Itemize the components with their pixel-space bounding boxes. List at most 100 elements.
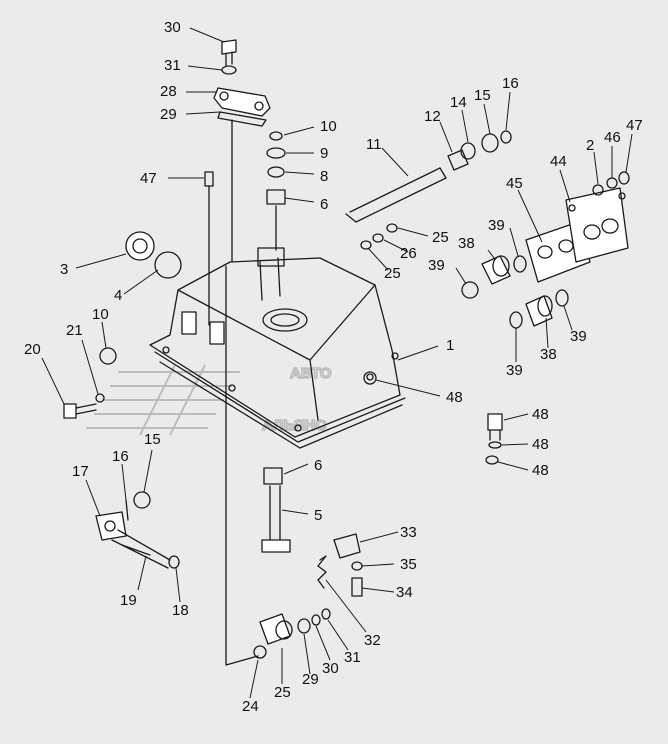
part-gasket-35 <box>217 111 267 127</box>
callout: 47 <box>140 170 157 187</box>
part-39-c <box>509 311 523 329</box>
callout: 28 <box>160 83 177 100</box>
leader-lines <box>41 27 633 699</box>
part-bolt-21 <box>63 403 97 419</box>
part-washer-37 <box>221 65 237 75</box>
callout: 38 <box>540 346 557 363</box>
callout: 17 <box>72 463 89 480</box>
callout: 34 <box>396 584 413 601</box>
part-breather-3 <box>125 231 155 261</box>
callout: 14 <box>450 94 467 111</box>
part-48 <box>485 455 499 465</box>
part-25a <box>386 223 398 233</box>
callout: 31 <box>344 649 361 666</box>
callout: 26 <box>400 245 417 262</box>
callouts: 30 31 28 29 10 9 8 6 11 12 14 15 16 47 3… <box>24 19 643 715</box>
callout: 6 <box>314 457 322 474</box>
callout: 5 <box>314 507 322 524</box>
part-33 <box>351 561 363 571</box>
part-bolt-46 <box>487 413 503 441</box>
part-44 <box>204 171 214 187</box>
callout: 38 <box>458 235 475 252</box>
transmission-cover-housing <box>149 247 406 449</box>
callout: 4 <box>114 287 122 304</box>
part-7 <box>267 166 285 178</box>
part-2 <box>592 184 604 196</box>
callout: 8 <box>320 168 328 185</box>
callout: 39 <box>488 217 505 234</box>
callout: 24 <box>242 698 259 715</box>
callout: 10 <box>320 118 337 135</box>
part-14 <box>481 133 499 153</box>
callout: 46 <box>604 129 621 146</box>
part-11 <box>447 149 469 171</box>
part-22 <box>95 393 105 403</box>
callout: 25 <box>384 265 401 282</box>
callout: 16 <box>112 448 129 465</box>
part-rod-10 <box>345 167 447 223</box>
callout: 15 <box>474 87 491 104</box>
part-32 <box>351 577 363 597</box>
part-47 <box>488 441 502 449</box>
part-block-40 <box>565 187 629 263</box>
callout: 48 <box>532 406 549 423</box>
watermark-logo-icon <box>86 364 240 436</box>
callout: 39 <box>570 328 587 345</box>
part-28 <box>311 614 321 626</box>
part-ring-4 <box>154 251 182 279</box>
callout: 25 <box>432 229 449 246</box>
callout: 1 <box>446 337 454 354</box>
part-19 <box>168 555 180 569</box>
callout: 19 <box>120 592 137 609</box>
part-23 <box>253 645 267 659</box>
callout: 48 <box>532 436 549 453</box>
callout: 32 <box>364 632 381 649</box>
callout: 12 <box>424 108 441 125</box>
callout: 10 <box>92 306 109 323</box>
callout: 18 <box>172 602 189 619</box>
part-bolt-36 <box>221 39 237 67</box>
part-20 <box>121 544 151 556</box>
watermark-line1: АВТО <box>290 365 332 382</box>
part-spring-30 <box>317 555 327 589</box>
part-42 <box>606 177 618 189</box>
part-29 <box>321 608 331 620</box>
callout: 11 <box>366 136 382 153</box>
part-24 <box>259 613 293 645</box>
callout: 6 <box>320 196 328 213</box>
line-art <box>63 39 630 666</box>
part-45 <box>363 371 377 385</box>
callout: 2 <box>586 137 594 154</box>
part-16 <box>133 491 151 509</box>
part-cover-34 <box>213 87 271 117</box>
part-lever-18 <box>95 511 171 569</box>
callout: 30 <box>164 19 181 36</box>
callout: 48 <box>446 389 463 406</box>
callout: 25 <box>274 684 291 701</box>
callout: 44 <box>550 153 567 170</box>
callout: 21 <box>66 322 83 339</box>
part-12 <box>99 347 117 365</box>
part-shaft-5 <box>261 485 291 553</box>
callout: 16 <box>502 75 519 92</box>
part-27 <box>297 618 311 634</box>
part-25b <box>360 240 372 250</box>
part-38-a <box>481 255 511 285</box>
callout: 29 <box>160 106 177 123</box>
part-39-a <box>461 281 479 299</box>
leader-left-axis <box>225 265 259 666</box>
callout: 3 <box>60 261 68 278</box>
callout: 9 <box>320 145 328 162</box>
callout: 39 <box>506 362 523 379</box>
part-13 <box>460 142 476 160</box>
part-39-d <box>555 289 569 307</box>
callout: 33 <box>400 524 417 541</box>
callout: 29 <box>302 671 319 688</box>
part-9 <box>269 131 283 141</box>
part-39-b <box>513 255 527 273</box>
callout: 31 <box>164 57 181 74</box>
part-43 <box>618 171 630 185</box>
callout: 15 <box>144 431 161 448</box>
